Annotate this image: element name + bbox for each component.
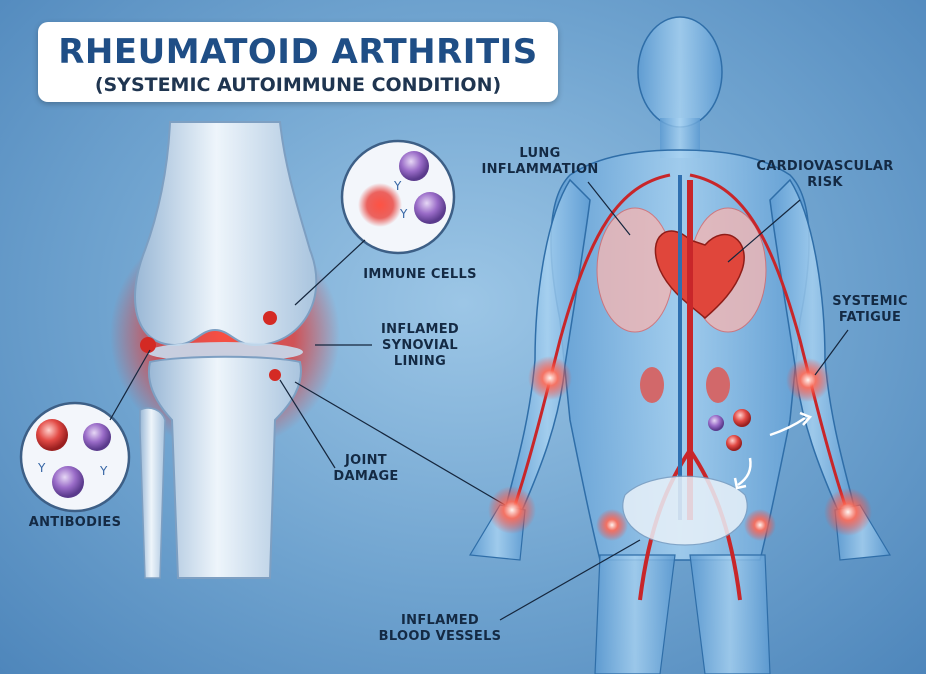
pelvis: [622, 475, 748, 546]
immune-cell: [52, 466, 84, 498]
antibody-icon: Y: [99, 464, 108, 478]
tibia-bone: [147, 355, 302, 579]
left-leg: [594, 554, 676, 674]
immune-cells-inset: Y Y: [340, 139, 456, 255]
red-blood-cell: [36, 419, 68, 451]
label-inflamed-blood-vessels: INFLAMED BLOOD VESSELS: [378, 613, 502, 644]
immune-cell: [399, 151, 429, 181]
right-kidney: [706, 367, 730, 403]
hotspot-right-wrist: [824, 488, 872, 536]
label-antibodies: ANTIBODIES: [28, 515, 122, 530]
heart: [654, 230, 745, 319]
hotspot-right-hip: [744, 509, 776, 541]
human-body: [468, 16, 892, 674]
knee-joint: [110, 121, 340, 579]
immune-cell: [414, 192, 446, 224]
femur-bone: [134, 121, 318, 347]
antibody-icon: Y: [393, 179, 402, 193]
label-joint-damage: JOINT DAMAGE: [333, 453, 399, 484]
label-lung-inflammation: LUNG INFLAMMATION: [481, 146, 599, 177]
joint-inflammation-hotspots: [488, 356, 872, 541]
label-cardiovascular-risk: CARDIOVASCULAR RISK: [756, 159, 894, 190]
fibula-bone: [139, 407, 166, 579]
hotspot-right-elbow: [786, 358, 830, 402]
label-immune-cells: IMMUNE CELLS: [363, 267, 477, 282]
hotspot-left-wrist: [488, 486, 536, 534]
title-panel: RHEUMATOID ARTHRITIS (SYSTEMIC AUTOIMMUN…: [38, 22, 558, 102]
antibody-icon: Y: [37, 461, 46, 475]
immune-cell: [708, 415, 724, 431]
antibody-icon: Y: [399, 207, 408, 221]
left-kidney: [640, 367, 664, 403]
immune-cell: [726, 435, 742, 451]
antibodies-inset: Y Y: [19, 401, 131, 513]
immune-cell: [733, 409, 751, 427]
hotspot-left-elbow: [528, 356, 572, 400]
label-inflamed-synovial-lining: INFLAMED SYNOVIAL LINING: [381, 322, 459, 369]
page-subtitle: (SYSTEMIC AUTOIMMUNE CONDITION): [94, 74, 502, 96]
label-systemic-fatigue: SYSTEMIC FATIGUE: [832, 294, 908, 325]
page-title: RHEUMATOID ARTHRITIS: [58, 32, 538, 72]
right-leg: [689, 554, 771, 674]
arrow-icon: [769, 416, 806, 437]
immune-cell: [83, 423, 111, 451]
hotspot-left-hip: [596, 509, 628, 541]
arrow-icon: [737, 457, 752, 487]
head: [637, 16, 723, 128]
